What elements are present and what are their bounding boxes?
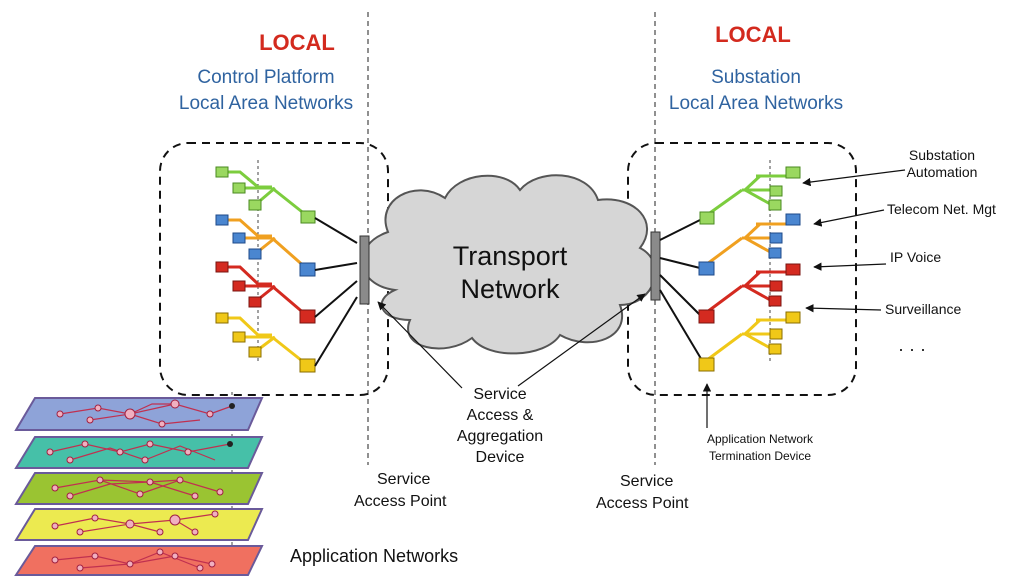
right-local-title: LOCAL [715,22,791,47]
application-networks-label: Application Networks [290,546,458,566]
service-device-label-line4: Device [476,449,525,466]
right-aggregation-device [650,231,661,301]
label-more-ellipsis: · · · [898,339,926,359]
service-device-label-line2: Access & [467,407,534,424]
label-telecom: Telecom Net. Mgt [887,201,996,217]
label-ip-voice: IP Voice [890,249,941,265]
sap-right-line2: Access Point [596,495,689,512]
left-blue-tree [215,214,316,277]
right-region-title-line1: Substation [711,67,801,88]
left-red-tree [215,261,316,324]
left-local-title: LOCAL [259,30,335,55]
arrow-surveillance [805,304,882,313]
layer-5 [14,545,264,576]
service-device-label-line3: Aggregation [457,428,543,445]
left-lan-box [159,142,389,396]
right-tree-group [659,160,801,372]
arrow-service-device-left [377,301,463,389]
layer-3 [14,472,264,505]
service-device-label-line1: Service [473,386,526,403]
sap-left-line2: Access Point [354,493,447,510]
right-blue-tree [698,213,801,276]
right-red-tree [698,263,801,324]
label-substation-automation-line2: Automation [907,164,978,180]
left-yellow-tree [215,312,316,373]
left-region-title-line2: Local Area Networks [179,93,353,114]
left-aggregation-device [359,235,370,305]
arrow-service-device-right [517,293,646,387]
termination-label-line1: Application Network [707,432,814,446]
sap-left-line1: Service [377,471,430,488]
arrow-telecom [813,209,885,227]
arrow-ip-voice [813,262,887,271]
layer-1 [14,397,264,431]
right-lan-box [627,142,857,396]
right-green-tree [699,166,801,225]
right-region-title-line2: Local Area Networks [669,93,843,114]
sap-right-line1: Service [620,473,673,490]
left-region-title-line1: Control Platform [197,67,334,88]
cloud-label-line2: Network [460,274,560,304]
arrow-substation-automation [802,169,906,187]
right-yellow-tree [698,311,801,372]
layer-2 [14,436,264,469]
application-network-layers [14,392,264,576]
left-green-tree [215,166,316,224]
termination-label-line2: Termination Device [709,449,811,463]
label-substation-automation-line1: Substation [909,147,975,163]
label-surveillance: Surveillance [885,301,961,317]
transport-network-cloud: Transport Network [361,174,657,355]
layer-4 [14,508,264,541]
left-tree-group [215,160,358,373]
cloud-label-line1: Transport [453,241,568,271]
